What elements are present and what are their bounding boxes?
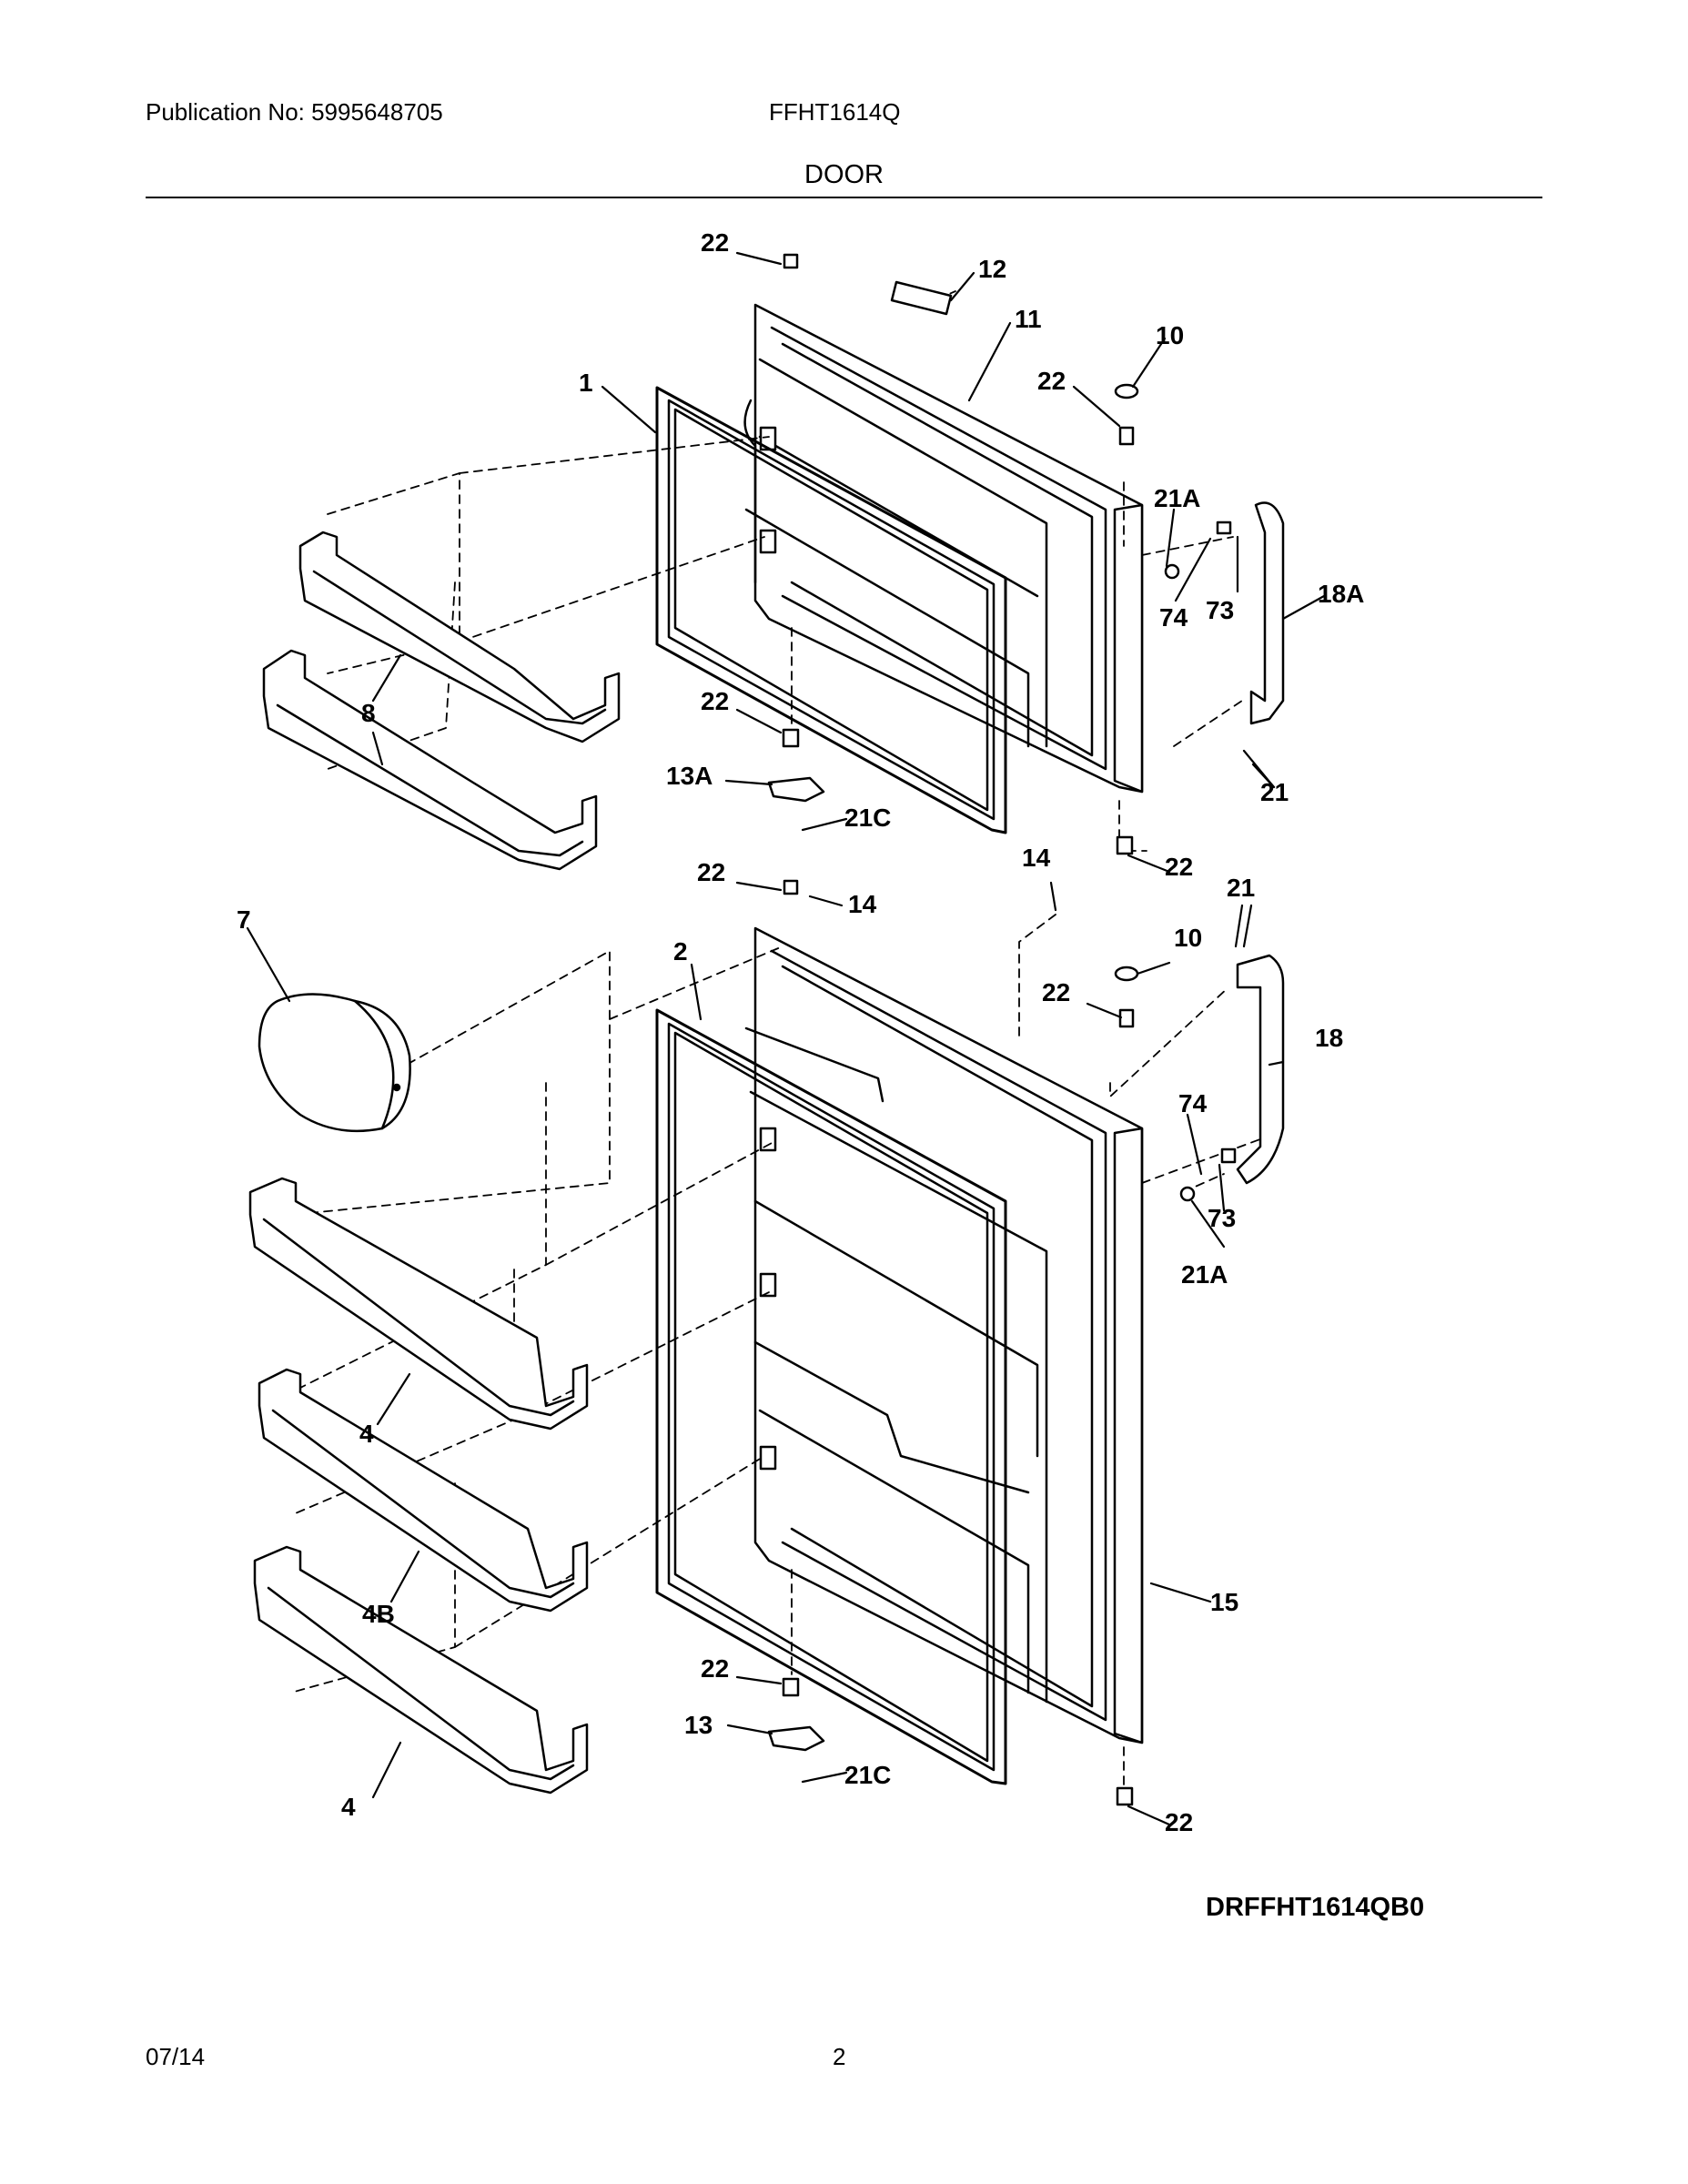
freezer-bottom-screw	[782, 728, 800, 748]
freezer-stop-bracket	[767, 776, 825, 803]
fresh-food-bottom-screw	[782, 1677, 800, 1697]
fresh-food-door-gasket	[655, 1008, 1007, 1785]
freezer-label	[890, 280, 953, 316]
callout-21c: 21C	[844, 804, 891, 832]
callout-22: 22	[701, 1654, 729, 1683]
callout-21a: 21A	[1181, 1260, 1228, 1289]
dairy-bin-cover	[258, 993, 411, 1133]
callout-10: 10	[1156, 321, 1184, 349]
door-shelf-4-lower	[253, 1545, 589, 1795]
callout-73: 73	[1206, 596, 1234, 624]
callout-21: 21	[1260, 778, 1289, 806]
callout-18a: 18A	[1318, 580, 1364, 608]
freezer-hole-plug	[1114, 383, 1139, 399]
callout-22: 22	[1037, 367, 1066, 395]
fresh-food-hinge-bracket	[1236, 954, 1285, 1185]
freezer-shelf-upper	[298, 531, 621, 743]
fresh-food-stop-bracket	[767, 1725, 825, 1752]
callout-13a: 13A	[666, 762, 713, 790]
callout-22: 22	[1165, 1808, 1193, 1836]
callout-8: 8	[361, 699, 376, 727]
publication-number: Publication No: 5995648705	[146, 98, 443, 126]
freezer-shelf-lower	[262, 649, 598, 871]
callout-10: 10	[1174, 924, 1202, 952]
freezer-bushing	[1164, 563, 1180, 580]
callout-11: 11	[1015, 305, 1042, 333]
callout-21: 21	[1227, 874, 1255, 902]
fresh-food-bushing	[1179, 1186, 1196, 1202]
header-rule	[146, 197, 1542, 198]
freezer-door-panel	[743, 303, 1144, 794]
callout-14: 14	[848, 890, 877, 918]
callout-22: 22	[701, 687, 729, 715]
callout-21a: 21A	[1154, 484, 1200, 512]
fresh-food-bottom-hinge-screw	[1116, 1786, 1134, 1806]
fresh-food-top-screw	[783, 879, 799, 895]
freezer-door-gasket	[655, 386, 1007, 834]
callout-22: 22	[701, 228, 729, 257]
freezer-bottom-hinge-screw	[1116, 835, 1134, 855]
page-number: 2	[833, 2043, 846, 2070]
fresh-food-hinge-pin	[1220, 1148, 1237, 1164]
freezer-hinge-pin	[1216, 521, 1232, 535]
callout-22: 22	[697, 858, 725, 886]
callout-7: 7	[237, 905, 251, 934]
freezer-top-screw	[783, 253, 799, 269]
door-shelf-4-upper	[248, 1177, 589, 1431]
callout-13: 13	[684, 1711, 713, 1739]
door-shelf-4b	[258, 1368, 589, 1613]
freezer-hinge-bracket	[1249, 501, 1285, 725]
section-title: DOOR	[804, 160, 884, 189]
footer-date: 07/14	[146, 2043, 206, 2070]
diagram-code: DRFFHT1614QB0	[1206, 1893, 1425, 1922]
callout-4: 4	[359, 1420, 374, 1448]
fresh-food-hole-plug	[1114, 966, 1139, 982]
callout-12: 12	[978, 255, 1006, 283]
callout-22: 22	[1042, 978, 1070, 1006]
fresh-food-assembly-lines	[290, 914, 1266, 1794]
callout-4b: 4B	[362, 1600, 395, 1628]
callout-22: 22	[1165, 853, 1193, 881]
freezer-hinge-screw	[1118, 426, 1135, 446]
callout-1: 1	[579, 369, 593, 397]
callout-leaders	[246, 251, 1326, 1826]
callout-21c: 21C	[844, 1761, 891, 1789]
callout-18: 18	[1315, 1024, 1343, 1052]
fresh-food-hinge-screw	[1118, 1008, 1135, 1028]
callout-2: 2	[673, 937, 688, 966]
callout-15: 15	[1210, 1588, 1238, 1616]
callout-4: 4	[341, 1793, 356, 1821]
model-number: FFHT1614Q	[769, 98, 901, 126]
callout-74: 74	[1159, 603, 1188, 632]
callout-14: 14	[1022, 844, 1051, 872]
callout-74: 74	[1178, 1089, 1208, 1117]
callout-73: 73	[1208, 1204, 1236, 1232]
fresh-food-door-panel	[744, 926, 1144, 1744]
